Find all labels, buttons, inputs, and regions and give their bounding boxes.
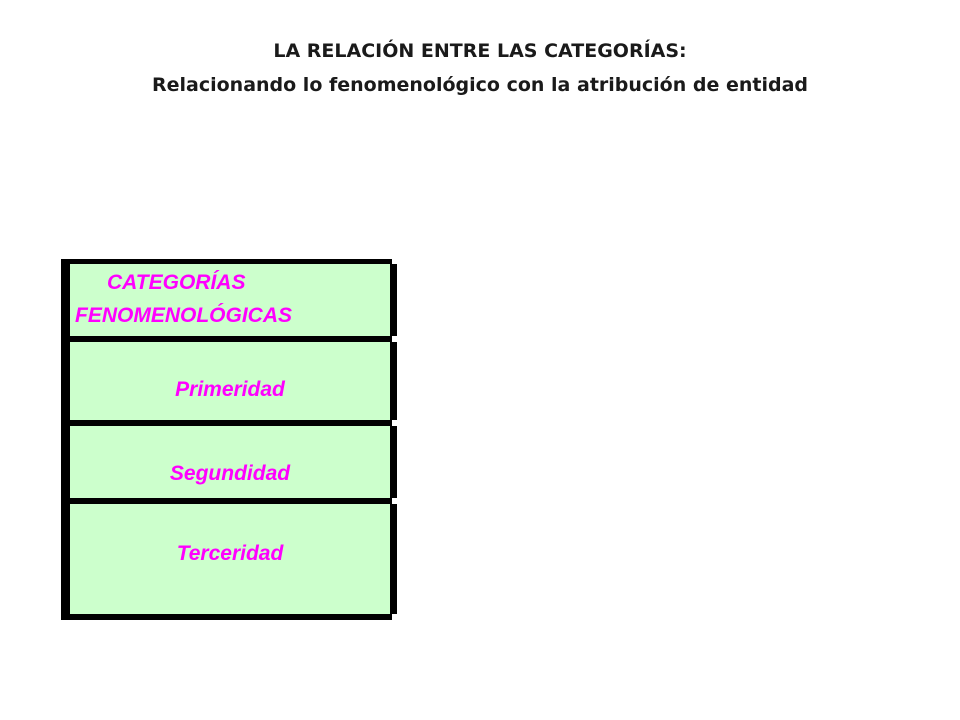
table-row-segundidad: Segundidad (70, 426, 397, 498)
title-line-2: Relacionando lo fenomenológico con la at… (151, 74, 809, 96)
header-line-1: CATEGORÍAS (107, 271, 246, 294)
header-line-2: FENOMENOLÓGICAS (75, 304, 293, 327)
table-header-cell: CATEGORÍAS FENOMENOLÓGICAS (70, 264, 397, 336)
table-row-terceridad: Terceridad (70, 504, 397, 614)
row-label: Primeridad (175, 378, 285, 401)
categories-table: CATEGORÍAS FENOMENOLÓGICAS Primeridad Se… (61, 259, 397, 620)
row-label: Segundidad (169, 462, 291, 485)
table-row-primeridad: Primeridad (70, 342, 397, 420)
title-line-1: LA RELACIÓN ENTRE LAS CATEGORÍAS: (273, 40, 687, 62)
slide-title: LA RELACIÓN ENTRE LAS CATEGORÍAS: Relaci… (0, 34, 960, 102)
row-label: Terceridad (176, 542, 284, 565)
